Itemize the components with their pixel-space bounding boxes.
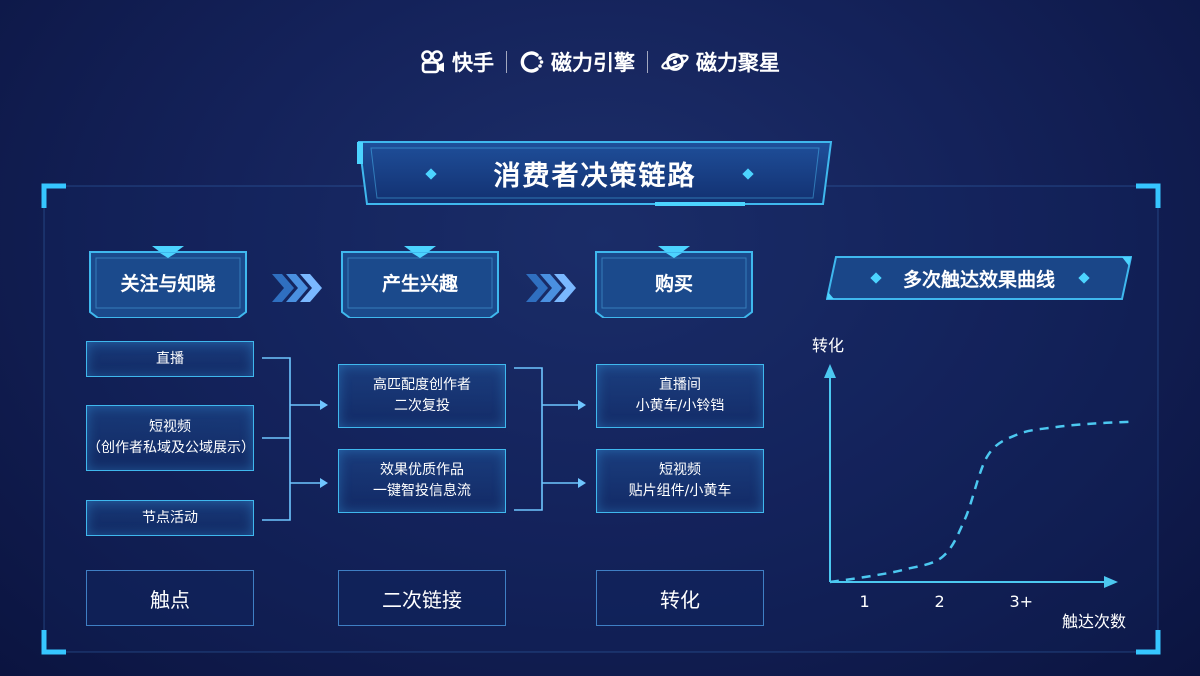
y-axis-label: 转化	[812, 336, 845, 355]
box-line: 贴片组件/小黄车	[628, 483, 732, 499]
y-axis-arrowhead-icon	[824, 364, 836, 378]
arrowhead-icon	[320, 478, 328, 488]
box-line: 直播间	[659, 377, 701, 393]
frame-corner-bottom-left	[41, 630, 66, 655]
box-line: 一键智投信息流	[373, 483, 471, 499]
stage-purchase: 购买	[594, 246, 754, 318]
cili-engine-logo: 磁力引擎	[519, 47, 635, 77]
series-curve	[829, 420, 1131, 584]
relink-creator: 高匹配度创作者 二次复投	[338, 364, 506, 428]
cili-star-logo: 磁力聚星	[660, 47, 780, 77]
stage-label: 产生兴趣	[381, 272, 458, 295]
convert-short-video: 短视频 贴片组件/小黄车	[596, 449, 764, 513]
box-line: 节点活动	[142, 509, 198, 526]
page-title: 消费者决策链路	[493, 160, 697, 192]
title-banner	[357, 141, 833, 206]
stage-frame	[89, 246, 247, 318]
x-tick-label: 2	[934, 592, 945, 611]
stage-frame	[595, 246, 753, 318]
kuaishou-logo-icon	[421, 50, 444, 74]
kuaishou-logo: 快手	[420, 47, 494, 77]
stage-interest: 产生兴趣	[340, 246, 500, 318]
stage-label: 购买	[654, 272, 693, 295]
logo-separator	[647, 51, 648, 73]
touchpoint-short-video: 短视频 （创作者私域及公域展示）	[86, 405, 255, 471]
frame-corner-top-right	[1136, 183, 1161, 208]
logo-bar: 快手 磁力引擎 磁力聚星	[0, 40, 1200, 84]
touchpoint-live: 直播	[86, 341, 254, 377]
chevron-arrows-icon	[526, 274, 576, 302]
chevron-arrows-icon	[272, 274, 322, 302]
curve-banner	[826, 256, 1132, 300]
cili-engine-logo-text: 磁力引擎	[551, 51, 635, 75]
frame-corner-top-left	[41, 183, 66, 208]
arrowhead-icon	[578, 478, 586, 488]
bracket-left	[262, 357, 291, 521]
box-line: 效果优质作品	[380, 462, 464, 478]
box-line: 高匹配度创作者	[373, 377, 471, 393]
relink-feed: 效果优质作品 一键智投信息流	[338, 449, 506, 513]
kuaishou-logo-text: 快手	[452, 51, 494, 75]
box-line: 短视频	[659, 462, 701, 478]
footer-touchpoint: 触点	[86, 570, 254, 626]
cili-star-logo-text: 磁力聚星	[696, 51, 780, 75]
footer-relink: 二次链接	[338, 570, 506, 626]
cili-star-logo-icon	[661, 53, 689, 71]
logo-separator	[506, 51, 507, 73]
touchpoint-event: 节点活动	[86, 500, 254, 536]
stage-awareness: 关注与知晓	[88, 246, 248, 318]
x-tick-label: 1	[859, 592, 870, 611]
cili-engine-logo-icon	[520, 51, 544, 73]
stage-frame	[341, 246, 499, 318]
box-line: 短视频	[149, 419, 191, 435]
box-line: 直播	[156, 350, 184, 367]
bracket-middle	[514, 367, 543, 511]
x-axis-label: 触达次数	[1062, 612, 1127, 631]
frame-corner-bottom-right	[1136, 630, 1161, 655]
box-line: 二次复投	[394, 398, 450, 414]
box-line: 小黄车/小铃铛	[635, 398, 725, 414]
x-tick-label: 3+	[1009, 592, 1034, 611]
arrowhead-icon	[578, 400, 586, 410]
chart-title: 多次触达效果曲线	[902, 268, 1055, 291]
footer-conversion: 转化	[596, 570, 764, 626]
convert-live-room: 直播间 小黄车/小铃铛	[596, 364, 764, 428]
arrowhead-icon	[320, 400, 328, 410]
x-axis-arrowhead-icon	[1104, 576, 1118, 588]
box-line: （创作者私域及公域展示）	[87, 440, 255, 456]
stage-label: 关注与知晓	[120, 272, 216, 295]
